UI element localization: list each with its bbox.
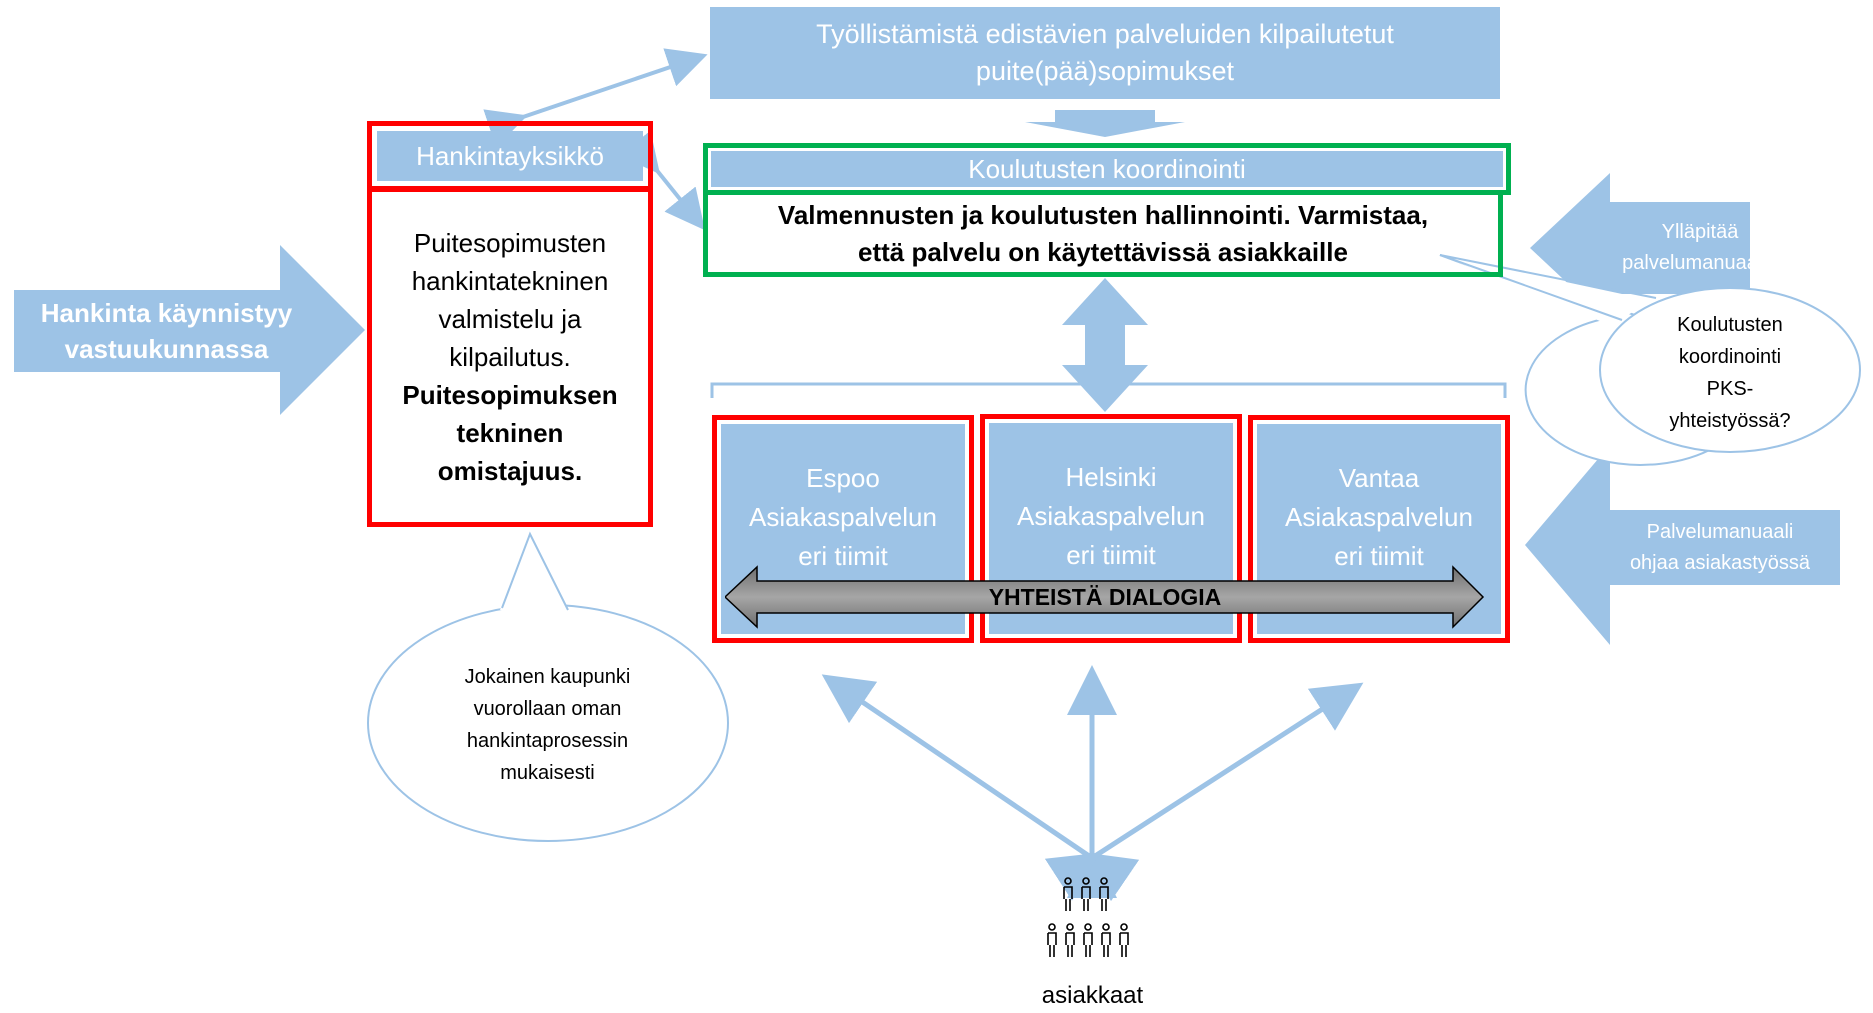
people-group-icon: [1047, 877, 1129, 957]
right-arrow-top: [1530, 173, 1750, 323]
callout-right-text: Koulutusten koordinointi PKS- yhteistyös…: [1615, 305, 1845, 440]
manual-guides-line1: Palvelumanuaali: [1646, 520, 1794, 543]
procurement-bold-2: tekninen: [456, 418, 564, 448]
framework-agreements-box: Työllistämistä edistävien palveluiden ki…: [710, 7, 1500, 99]
coordination-header: Koulutusten koordinointi: [711, 151, 1503, 187]
callout-right-line2: koordinointi: [1678, 345, 1782, 368]
city-service-espoo: Asiakaspalvelun: [749, 502, 937, 532]
vertical-double-arrow: [1062, 278, 1148, 412]
coordination-body: Valmennusten ja koulutusten hallinnointi…: [703, 190, 1503, 277]
callout-right-line3: PKS-: [1706, 377, 1754, 400]
down-arrow: [1025, 110, 1185, 137]
city-name-helsinki: Helsinki: [1065, 462, 1157, 492]
maintain-manual-line1: Ylläpitää: [1661, 221, 1739, 243]
callout-left-text: Jokainen kaupunki vuorollaan oman hankin…: [410, 655, 685, 795]
left-big-arrow: [14, 245, 365, 415]
procurement-text-1: Puitesopimusten: [413, 228, 607, 258]
callout-left-line3: hankintaprosessin: [466, 730, 629, 752]
right-arrow-bottom: [1525, 445, 1840, 645]
city-service-vantaa: Asiakaspalvelun: [1285, 502, 1473, 532]
framework-title-line2: puite(pää)sopimukset: [975, 56, 1235, 86]
manual-guides-line2: ohjaa asiakastyössä: [1629, 551, 1811, 574]
dialog-label: YHTEISTÄ DIALOGIA: [988, 583, 1222, 610]
coordination-text-2: että palvelu on käytettävissä asiakkaill…: [858, 236, 1348, 267]
callout-left-line4: mukaisesti: [500, 762, 595, 784]
city-name-espoo: Espoo: [806, 463, 880, 493]
customers-label: asiakkaat: [1041, 982, 1144, 1009]
callout-right-line1: Koulutusten: [1677, 313, 1783, 336]
maintain-manual-label: Ylläpitää palvelumanuaalia: [1605, 202, 1795, 294]
procurement-unit-body: Puitesopimusten hankintatekninen valmist…: [367, 187, 653, 527]
manual-guides-label: Palvelumanuaali ohjaa asiakastyössä: [1600, 510, 1840, 585]
maintain-manual-line2: palvelumanuaalia: [1622, 252, 1778, 274]
procurement-bold-3: omistajuus.: [437, 456, 583, 486]
procurement-unit-header: Hankintayksikkö: [377, 131, 643, 181]
dialog-double-arrow: [725, 565, 1485, 629]
procurement-text-2: hankintatekninen: [411, 266, 609, 296]
procurement-bold-1: Puitesopimuksen: [402, 380, 618, 410]
procurement-text-3: valmistelu ja: [438, 304, 582, 334]
callout-left-line1: Jokainen kaupunki: [464, 666, 631, 688]
city-name-vantaa: Vantaa: [1338, 463, 1420, 493]
city-teams-helsinki: eri tiimit: [1066, 540, 1156, 570]
procurement-start-line1: Hankinta käynnistyy: [40, 298, 293, 328]
procurement-start-arrow-label: Hankinta käynnistyy vastuukunnassa: [14, 290, 319, 372]
coordination-header-frame: Koulutusten koordinointi: [703, 143, 1511, 195]
framework-title-line1: Työllistämistä edistävien palveluiden ki…: [816, 19, 1394, 49]
procurement-text-4: kilpailutus.: [449, 342, 571, 372]
callout-left-line2: vuorollaan oman: [473, 698, 622, 720]
callout-right-line4: yhteistyössä?: [1669, 409, 1791, 432]
procurement-unit-header-frame: Hankintayksikkö: [367, 121, 653, 191]
city-teams-vantaa: eri tiimit: [1334, 541, 1424, 571]
coordination-text-1: Valmennusten ja koulutusten hallinnointi…: [777, 199, 1429, 230]
procurement-start-line2: vastuukunnassa: [64, 334, 269, 364]
city-teams-espoo: eri tiimit: [798, 541, 888, 571]
city-service-helsinki: Asiakaspalvelun: [1017, 501, 1205, 531]
